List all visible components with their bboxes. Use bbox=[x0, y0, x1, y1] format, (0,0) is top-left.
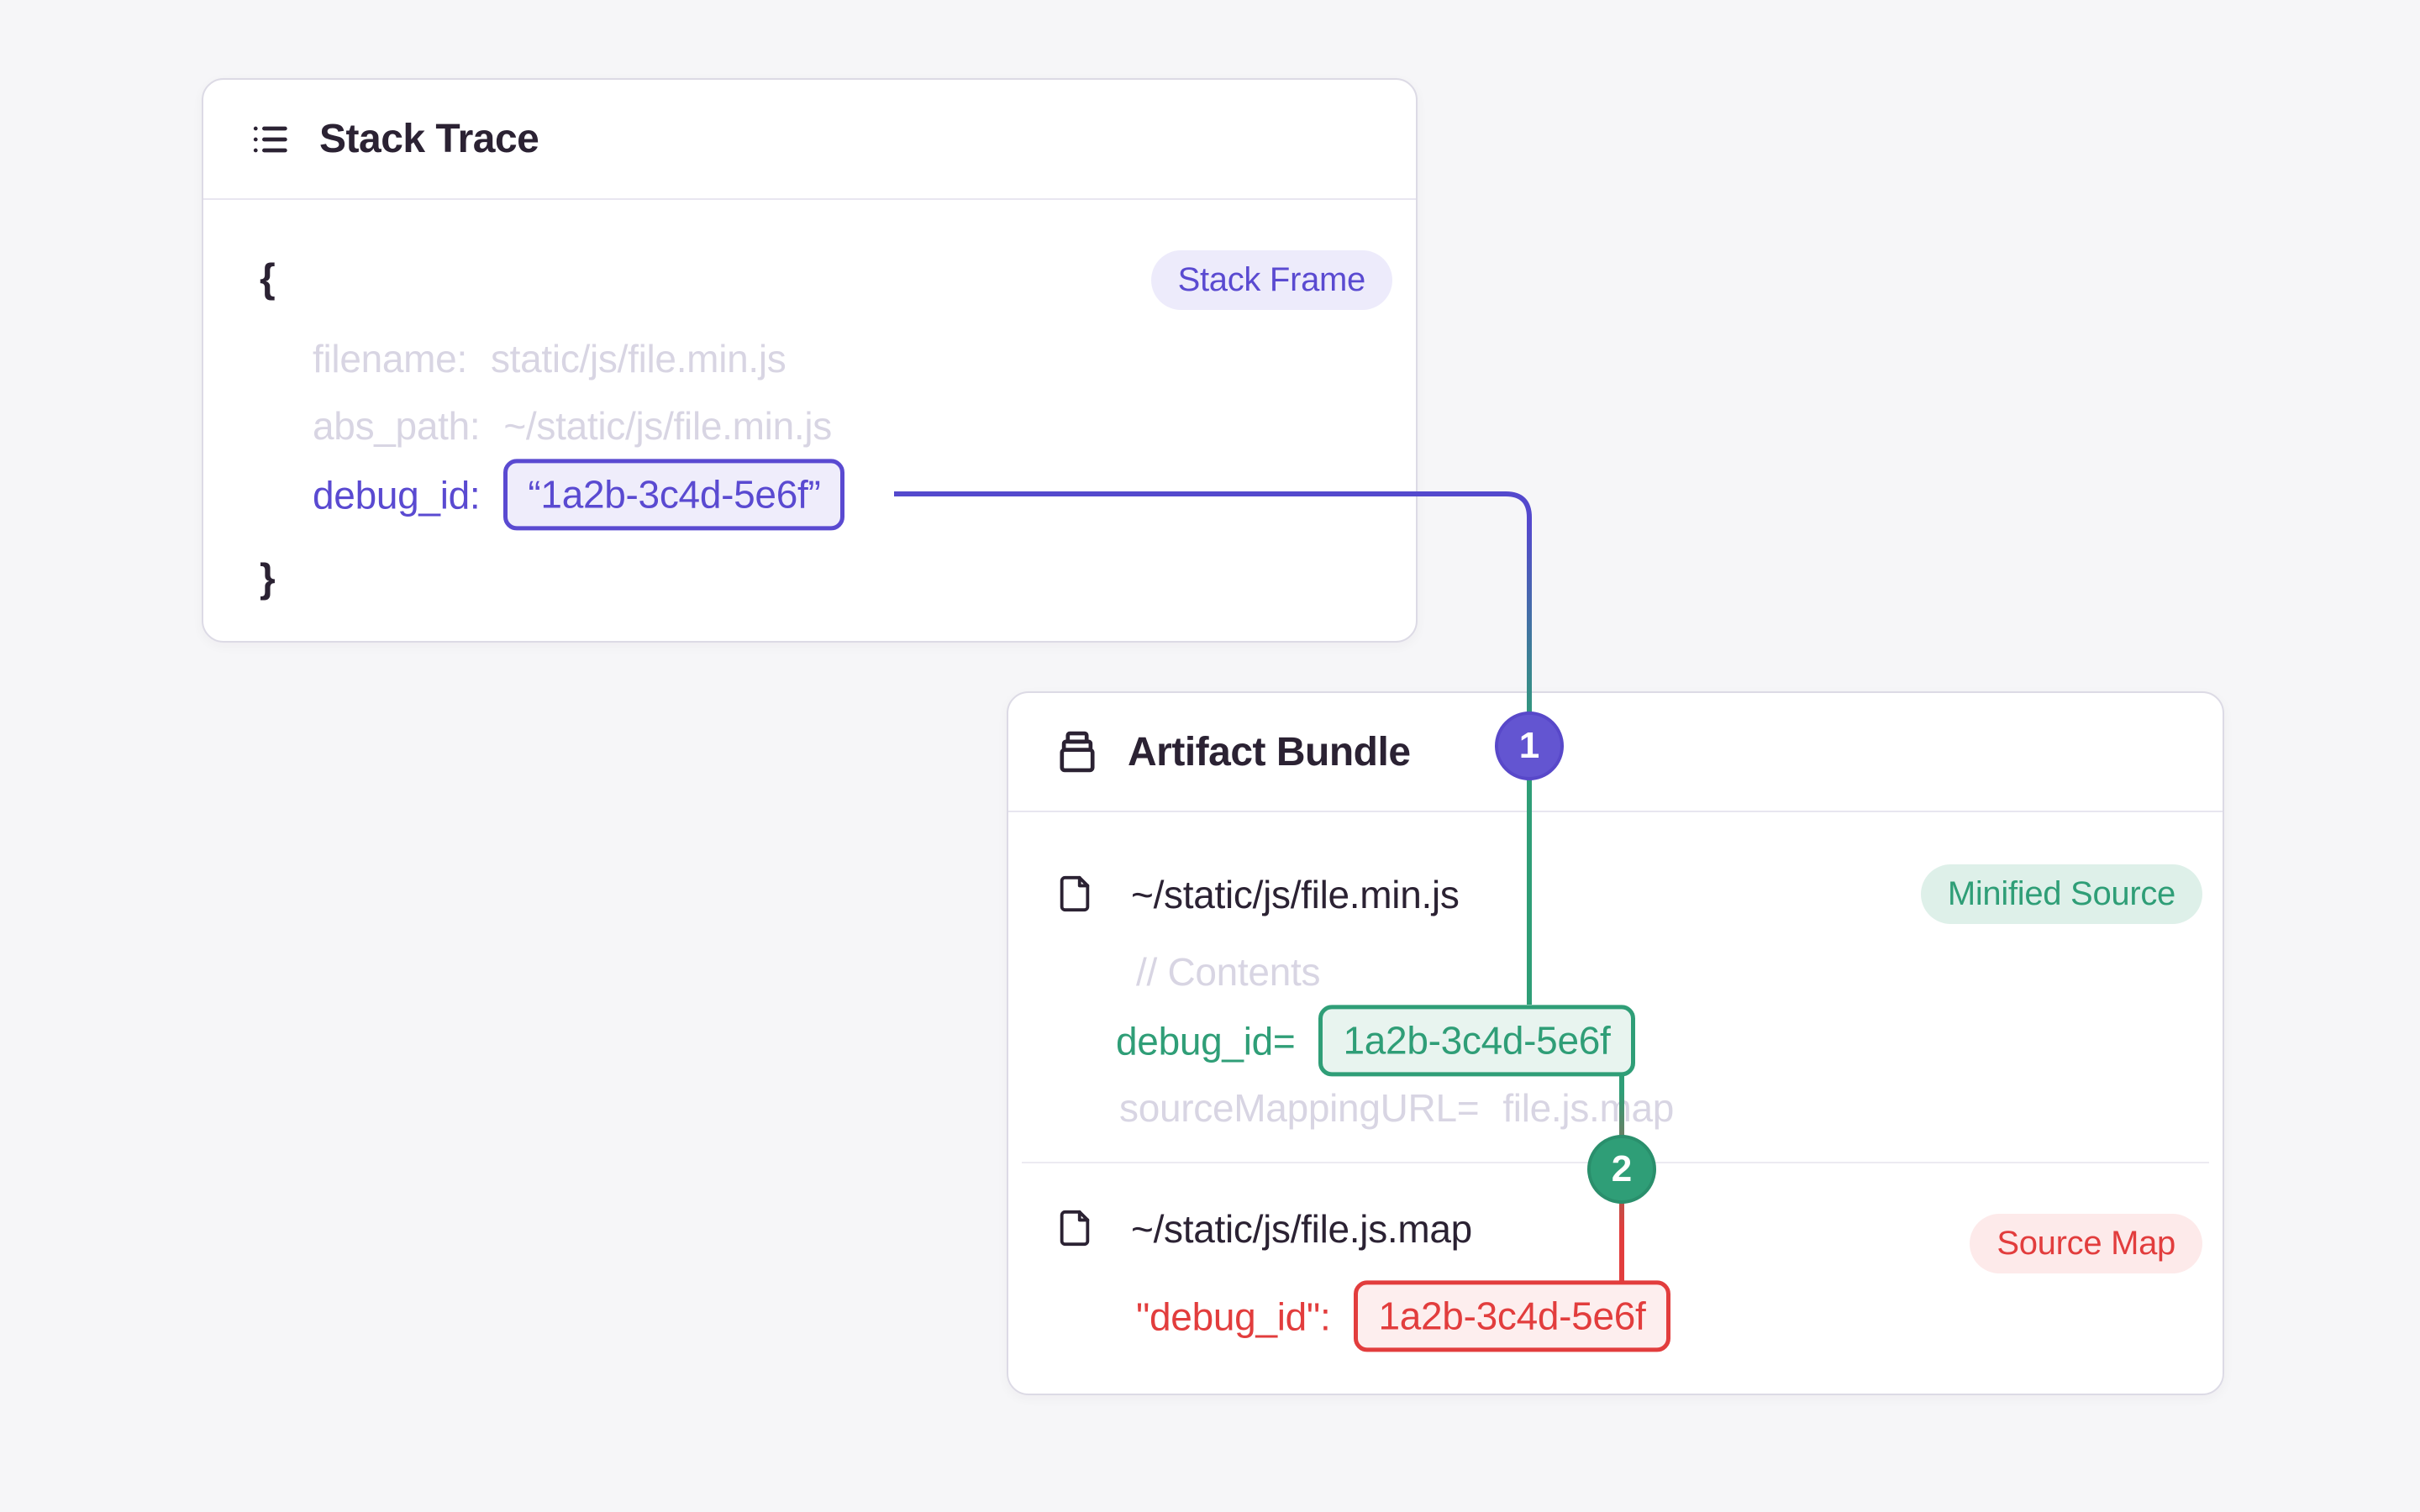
minified-source-badge: Minified Source bbox=[1920, 864, 2202, 924]
contents-comment: // Contents bbox=[1136, 949, 1320, 995]
debug-id-line: debug_id: “1a2b-3c4d-5e6f” bbox=[313, 459, 845, 531]
abs-path-value: ~/static/js/file.min.js bbox=[503, 404, 832, 448]
filename-line: filename: static/js/file.min.js bbox=[313, 336, 786, 381]
abs-path-line: abs_path: ~/static/js/file.min.js bbox=[313, 403, 832, 449]
artifact-bundle-card: Artifact Bundle ~/static/js/file.min.js … bbox=[1007, 691, 2224, 1395]
contents-comment-text: // Contents bbox=[1136, 950, 1321, 994]
bundle-debug-id-line: debug_id= 1a2b-3c4d-5e6f bbox=[1116, 1005, 1635, 1077]
file-icon bbox=[1060, 1210, 1090, 1247]
stack-trace-title: Stack Trace bbox=[319, 117, 539, 161]
bundle-debug-id-key: debug_id= bbox=[1116, 1019, 1296, 1063]
step-2-badge: 2 bbox=[1587, 1135, 1656, 1204]
debug-id-key: debug_id: bbox=[313, 473, 481, 517]
artifact-bundle-header: Artifact Bundle bbox=[1008, 693, 2223, 812]
stack-trace-card: Stack Trace Stack Frame { filename: stat… bbox=[202, 78, 1418, 643]
source-mapping-value: file.js.map bbox=[1502, 1086, 1675, 1130]
open-brace: { bbox=[260, 256, 276, 302]
source-map-file-path: ~/static/js/file.js.map bbox=[1131, 1207, 1472, 1251]
source-map-badge: Source Map bbox=[1970, 1214, 2202, 1273]
map-debug-id-value-box: 1a2b-3c4d-5e6f bbox=[1354, 1280, 1670, 1352]
stack-trace-header: Stack Trace bbox=[203, 80, 1416, 200]
step-1-badge: 1 bbox=[1495, 711, 1564, 780]
abs-path-key: abs_path: bbox=[313, 404, 481, 448]
bundle-debug-id-value-box: 1a2b-3c4d-5e6f bbox=[1318, 1005, 1635, 1077]
source-mapping-key: sourceMappingURL= bbox=[1119, 1086, 1480, 1130]
map-debug-id-key: "debug_id": bbox=[1136, 1294, 1331, 1338]
stack-frame-badge: Stack Frame bbox=[1150, 250, 1392, 310]
source-mapping-line: sourceMappingURL= file.js.map bbox=[1119, 1085, 1674, 1131]
filename-key: filename: bbox=[313, 337, 467, 381]
list-icon bbox=[253, 126, 287, 152]
archive-box-icon bbox=[1060, 731, 1095, 773]
close-brace: } bbox=[260, 556, 276, 601]
file-icon bbox=[1060, 875, 1090, 912]
minified-file-path: ~/static/js/file.min.js bbox=[1131, 873, 1460, 916]
map-debug-id-line: "debug_id": 1a2b-3c4d-5e6f bbox=[1136, 1280, 1670, 1352]
filename-value: static/js/file.min.js bbox=[490, 337, 786, 381]
artifact-bundle-title: Artifact Bundle bbox=[1128, 729, 1411, 774]
debug-id-value-box: “1a2b-3c4d-5e6f” bbox=[503, 459, 845, 531]
